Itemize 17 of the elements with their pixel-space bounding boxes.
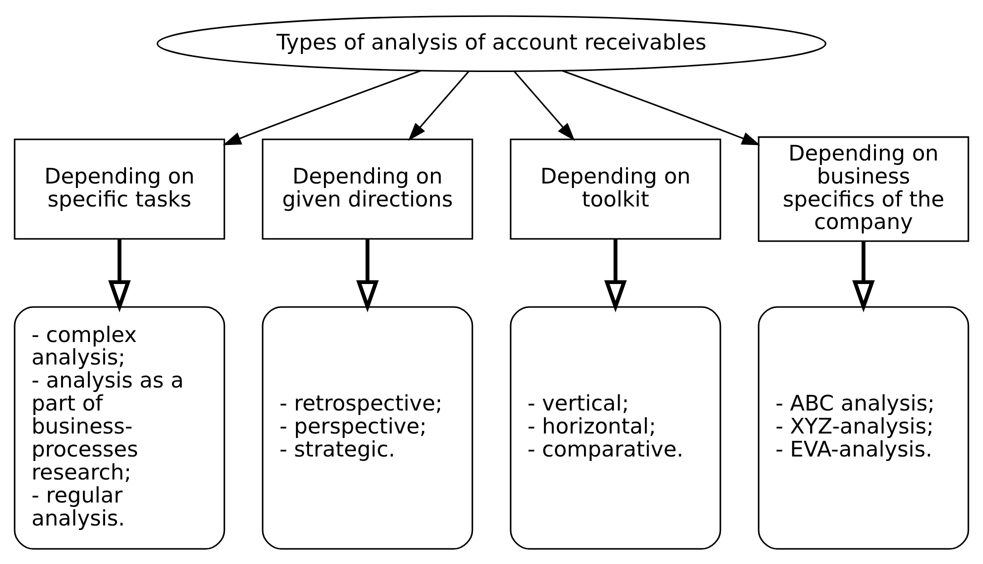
arrow <box>408 70 470 140</box>
node-box: Depending on specific tasks <box>14 138 226 240</box>
node-box: Depending on toolkit <box>510 138 722 240</box>
arrow <box>562 70 760 145</box>
arrow <box>356 238 379 312</box>
arrow <box>852 240 875 312</box>
arrow <box>222 70 421 145</box>
arrow <box>604 238 627 312</box>
node-box: - vertical; - horizontal; - comparative. <box>510 306 722 550</box>
node-box: - ABC analysis; - XYZ-analysis; - EVA-analysis. <box>758 306 970 550</box>
node-box: - complex analysis; - analysis as a part of business-processes research; - regular analysis. <box>14 306 226 550</box>
node-box: Depending on given directions <box>262 138 474 240</box>
node-ellipse: Types of analysis of account receivables <box>156 14 826 72</box>
node-box: - retrospective; - perspective; - strategic. <box>262 306 474 550</box>
node-box: Depending on business specifics of the company <box>758 136 970 242</box>
arrow <box>108 238 131 312</box>
arrow <box>514 70 575 140</box>
